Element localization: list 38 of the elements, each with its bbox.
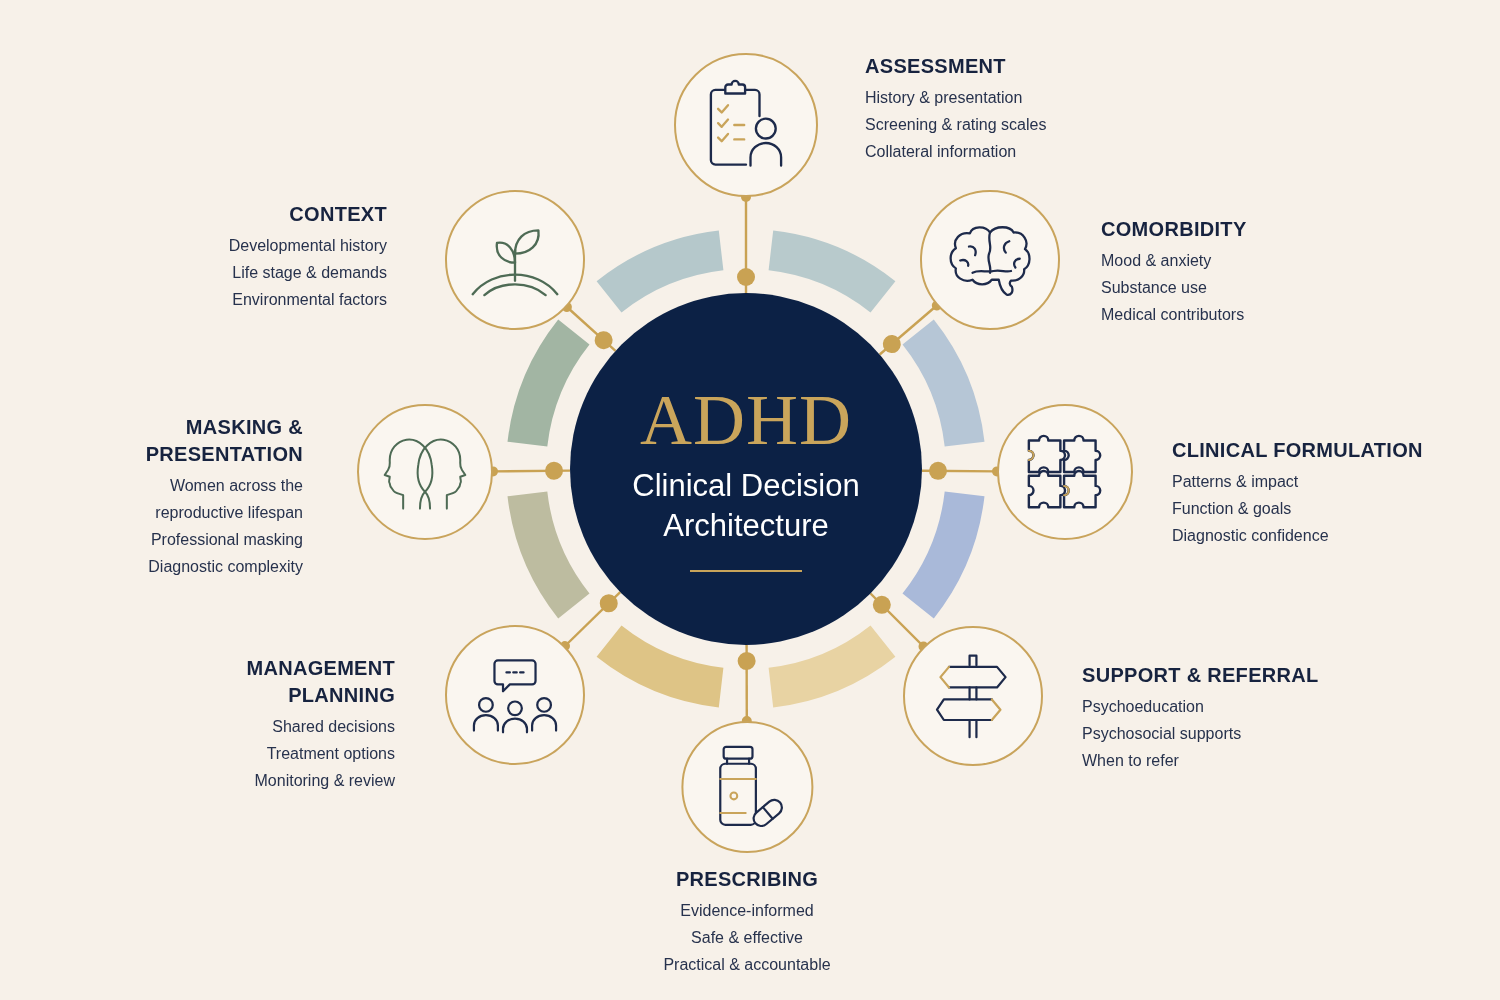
topic-item: Professional masking [149, 530, 303, 550]
connector-line [869, 592, 929, 652]
topic-item: Diagnostic complexity [147, 557, 303, 577]
topic-item: Monitoring & review [253, 771, 395, 791]
topic-heading: CLINICAL FORMULATION [1172, 438, 1423, 463]
topic-item: Function & goals [1172, 499, 1293, 519]
topic-item: Treatment options [265, 744, 395, 764]
topic-item: Practical & accountable [663, 955, 831, 975]
topic-item: Screening & rating scales [865, 115, 1047, 135]
topic-item: Evidence-informed [679, 901, 815, 921]
hub-subtitle: Clinical Decision Architecture [631, 467, 861, 545]
topic-item: Patterns & impact [1172, 472, 1300, 492]
topic-heading: CONTEXT [288, 202, 387, 227]
topic-item: Psychosocial supports [1082, 724, 1243, 744]
topic-item: Diagnostic confidence [1172, 526, 1330, 546]
topic-heading: SUPPORT & REFERRAL [1082, 663, 1319, 688]
connector-line [878, 300, 942, 356]
topic-item: Medical contributors [1101, 305, 1246, 325]
topic-item: Environmental factors [231, 290, 387, 310]
topic-item: Safe & effective [690, 928, 804, 948]
topic-item: Life stage & demands [231, 263, 387, 283]
topic-item: Psychoeducation [1082, 697, 1205, 717]
topic-heading: MANAGEMENT PLANNING [245, 656, 395, 708]
topic-item: History & presentation [865, 88, 1024, 108]
topic-item: Shared decisions [271, 717, 395, 737]
topic-heading: MASKING & PRESENTATION [144, 415, 303, 467]
hub-title: ADHD [640, 380, 852, 460]
topic-item: Mood & anxiety [1101, 251, 1213, 271]
connector-line [561, 302, 617, 352]
topic-item: When to refer [1082, 751, 1180, 771]
topic-item: Women across the reproductive lifespan [154, 476, 303, 523]
topic-heading: COMORBIDITY [1101, 217, 1247, 242]
topic-heading: ASSESSMENT [865, 54, 1007, 79]
topic-item: Substance use [1101, 278, 1208, 298]
topic-item: Developmental history [228, 236, 387, 256]
connector-line [560, 591, 622, 651]
topic-heading: PRESCRIBING [674, 867, 820, 892]
topic-item: Collateral information [865, 142, 1018, 162]
